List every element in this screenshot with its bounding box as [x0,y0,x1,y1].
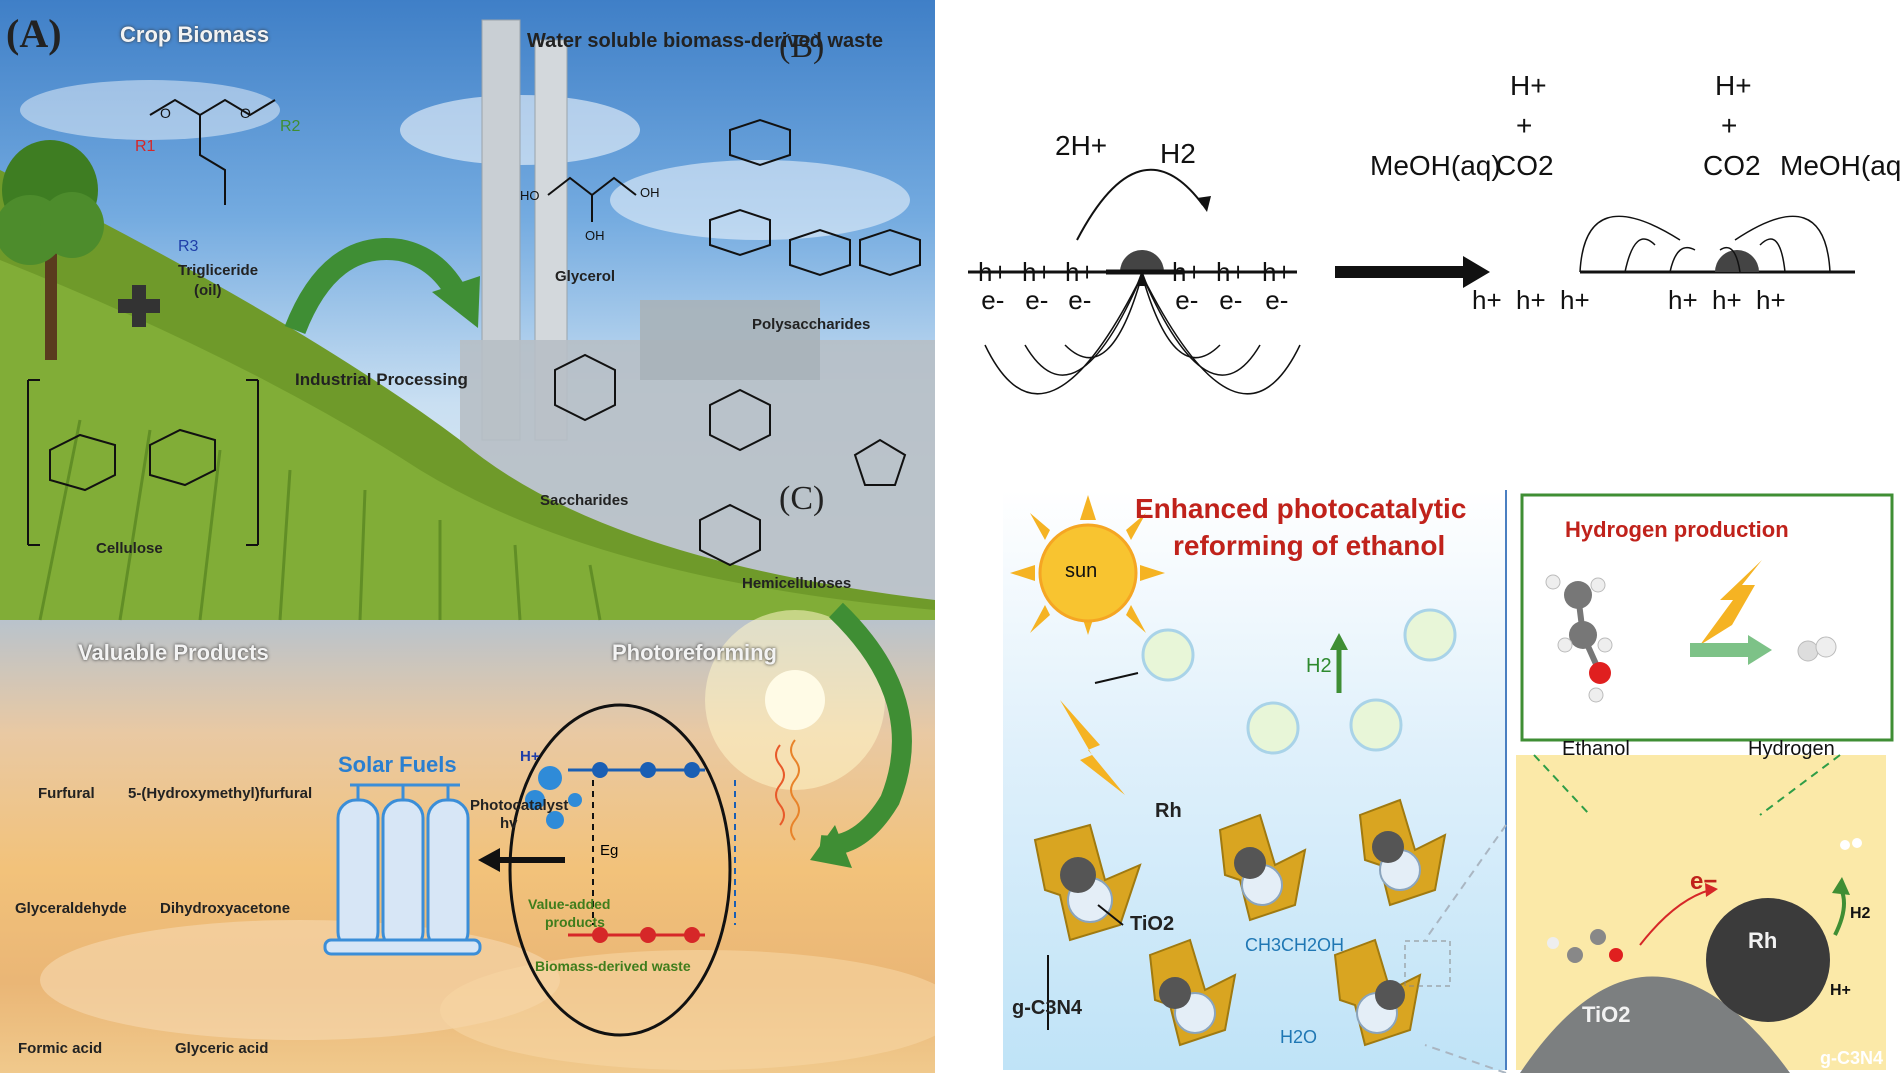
hole-6: h+ [1756,285,1786,315]
svg-text:O: O [160,105,171,121]
valuable-products-title: Valuable Products [78,640,269,665]
svg-text:HO: HO [520,188,540,203]
glyceric-acid-label: Glyceric acid [175,1040,269,1057]
photocatalyst-label: Photocatalyst [470,797,569,814]
hole-3: h+ [1560,285,1590,315]
h2-inset-label: H2 [1850,905,1871,922]
hydrogen-label: Hydrogen [1748,738,1835,760]
panel-a-illustration: O O HO OH OH [0,19,935,1070]
hole-2: h+ [1516,285,1546,315]
products-label: products [545,914,605,930]
biomass-waste-label: Biomass-derived waste [535,958,691,974]
r1-label: R1 [135,138,156,155]
crop-biomass-title: Crop Biomass [120,22,270,47]
tio2-label: TiO2 [1130,913,1175,935]
two-h-plus-label: 2H+ [1055,130,1108,161]
lightning-icon [1060,700,1125,795]
panel-a: O O HO OH OH [0,0,935,1073]
photocatalyst-particle [508,703,732,1037]
formic-acid-label: Formic acid [18,1040,103,1057]
plus-right: + [1721,110,1738,141]
saccharides-label: Saccharides [540,492,629,509]
sun-label: sun [1065,560,1098,582]
charge-pair-1: h+e- [978,257,1008,315]
value-added-label: Value-added [528,896,611,912]
charge-pair-5: h+e- [1216,257,1246,315]
panel-c-title-line2: reforming of ethanol [1173,530,1446,561]
panel-a-label: (A) [6,11,62,56]
band-gap-label: Eg [600,842,619,859]
rh-label: Rh [1155,800,1182,822]
furfural-label: Furfural [38,785,95,802]
photoreforming-title: Photoreforming [612,640,777,665]
r3-label: R3 [178,238,199,255]
glycerol-label: Glycerol [555,268,616,285]
ethanol-formula-label: CH3CH2OH [1245,935,1345,955]
plus-left: + [1516,110,1533,141]
h2-rise-label: H2 [1306,655,1332,677]
industrial-processing-arrow [284,238,470,335]
hole-4: h+ [1668,285,1698,315]
hmf-label: 5-(Hydroxymethyl)furfural [128,785,313,802]
electron-label: e− [1690,868,1718,895]
polysaccharides-label: Polysaccharides [752,316,871,333]
hv-label: hv [500,815,518,832]
svg-text:O: O [240,105,251,121]
co2-left: CO2 [1496,150,1554,181]
dihydroxyacetone-label: Dihydroxyacetone [160,900,291,917]
h-plus-label: H+ [520,748,540,765]
industrial-processing-label: Industrial Processing [295,370,468,389]
tio2-support [1520,976,1790,1073]
cocatalyst-left [1120,250,1164,272]
charge-pair-2: h+e- [1022,257,1052,315]
charge-pair-3: h+e- [1065,257,1095,315]
co2-right: CO2 [1703,150,1761,181]
ethanol-label: Ethanol [1562,738,1630,760]
panel-b-diagram [968,168,1855,395]
panel-b-label: (B) [779,28,825,65]
svg-text:OH: OH [585,228,605,243]
panel-c-illustration [1010,490,1894,1073]
panel-c-title-line1: Enhanced photocatalytic [1135,493,1467,524]
svg-text:OH: OH [640,185,660,200]
gc3n4-label: g-C3N4 [1012,997,1083,1019]
hydrogen-production-title: Hydrogen production [1565,517,1789,542]
panel-c-label: (C) [779,480,825,517]
charge-pair-4: h+e- [1172,257,1202,315]
solar-fuels-title: Solar Fuels [338,752,457,777]
r2-label: R2 [280,118,301,135]
transition-arrow [1463,256,1490,288]
water-label: H2O [1280,1027,1318,1047]
rh-inset-label: Rh [1748,928,1778,953]
hemicelluloses-label: Hemicelluloses [742,575,852,592]
hole-1: h+ [1472,285,1502,315]
glyceraldehyde-label: Glyceraldehyde [15,900,127,917]
sun-icon [1038,523,1138,623]
gc3n4-inset-label: g-C3N4 [1820,1048,1884,1068]
photoreforming-arrow [818,602,912,856]
cellulose-label: Cellulose [96,540,163,557]
h2-product-label: H2 [1160,138,1196,169]
meoh-left: MeOH(aq) [1370,150,1501,181]
hole-5: h+ [1712,285,1742,315]
triglyceride-label: Trigliceride [178,262,259,279]
rh-particle [1706,898,1830,1022]
h-plus-left: H+ [1510,70,1547,101]
h-plus-right: H+ [1715,70,1752,101]
meoh-right: MeOH(aq) [1780,150,1900,181]
hydrogen-production-box [1520,493,1894,742]
h-plus-inset-label: H+ [1830,982,1851,999]
tio2-inset-label: TiO2 [1582,1002,1631,1027]
charge-pair-6: h+e- [1262,257,1292,315]
oil-label: (oil) [194,282,222,299]
water-soluble-title: Water soluble biomass-derived waste [527,30,884,52]
hydrogen-cylinders [323,783,482,956]
